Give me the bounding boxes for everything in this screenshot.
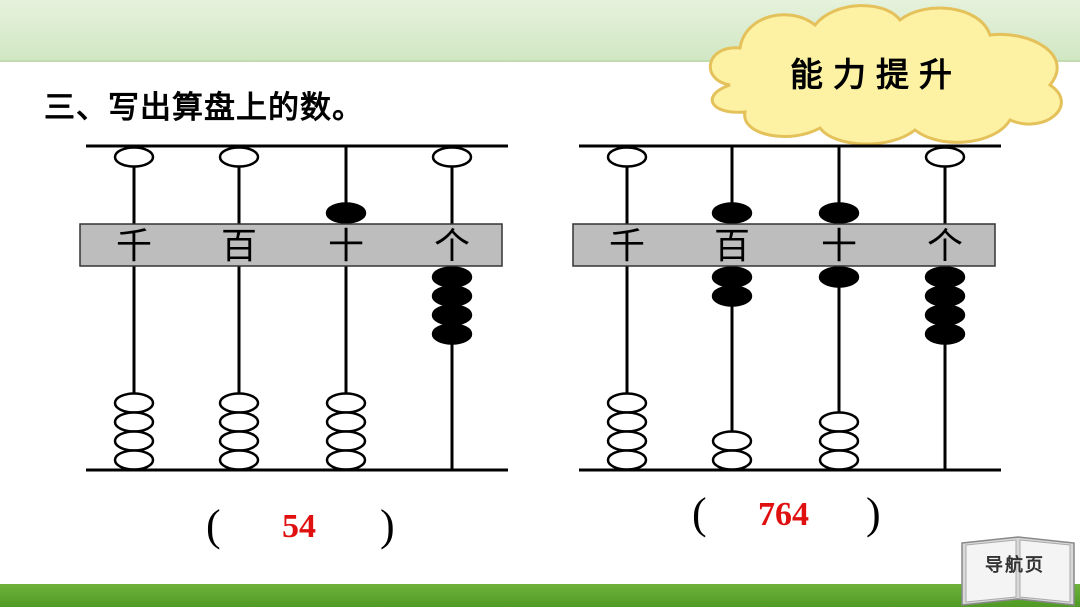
lower-bead bbox=[218, 392, 260, 414]
lower-bead-active bbox=[431, 323, 473, 345]
badge-title: 能力提升 bbox=[790, 55, 962, 94]
lower-bead bbox=[218, 411, 260, 433]
place-label-thousands: 千 bbox=[609, 226, 645, 267]
abacus-left: 千 百 十 个 bbox=[79, 144, 508, 472]
lower-bead-active bbox=[431, 266, 473, 288]
answer-right[interactable]: 764 bbox=[758, 496, 809, 533]
lower-bead bbox=[818, 411, 860, 433]
lower-bead-active bbox=[924, 304, 966, 326]
lower-bead bbox=[325, 430, 367, 452]
lower-bead bbox=[711, 449, 753, 471]
bottom-banner bbox=[0, 584, 1080, 607]
left-paren-close: ) bbox=[380, 501, 395, 550]
lower-bead-active bbox=[818, 266, 860, 288]
place-label-tens: 十 bbox=[328, 226, 364, 267]
lower-bead bbox=[606, 392, 648, 414]
lower-bead-active bbox=[711, 285, 753, 307]
abacus-middle-bar bbox=[572, 223, 996, 267]
lower-bead-active bbox=[431, 285, 473, 307]
abacus-right: 千 百 十 个 bbox=[572, 144, 1001, 472]
lower-bead bbox=[325, 411, 367, 433]
upper-bead bbox=[924, 146, 966, 168]
lower-bead-active bbox=[924, 285, 966, 307]
place-label-ones: 个 bbox=[927, 226, 963, 267]
lower-bead bbox=[606, 430, 648, 452]
lower-bead bbox=[325, 392, 367, 414]
book-nav-icon[interactable] bbox=[958, 533, 1078, 607]
upper-bead bbox=[431, 146, 473, 168]
upper-bead-active bbox=[325, 202, 367, 224]
right-paren-close: ) bbox=[866, 489, 881, 538]
upper-bead bbox=[218, 146, 260, 168]
upper-bead-active bbox=[711, 202, 753, 224]
upper-bead bbox=[606, 146, 648, 168]
upper-bead-active bbox=[818, 202, 860, 224]
lower-bead bbox=[113, 392, 155, 414]
right-paren-open: ( bbox=[692, 489, 707, 538]
place-label-tens: 十 bbox=[821, 226, 857, 267]
lower-bead-active bbox=[431, 304, 473, 326]
lower-bead bbox=[606, 411, 648, 433]
lower-bead bbox=[325, 449, 367, 471]
place-label-hundreds: 百 bbox=[714, 226, 750, 267]
place-label-thousands: 千 bbox=[116, 226, 152, 267]
upper-bead bbox=[113, 146, 155, 168]
lower-bead bbox=[218, 430, 260, 452]
lower-bead bbox=[818, 449, 860, 471]
lower-bead-active bbox=[924, 266, 966, 288]
lower-bead bbox=[606, 449, 648, 471]
place-label-ones: 个 bbox=[434, 226, 470, 267]
lower-bead bbox=[818, 430, 860, 452]
cloud-badge-icon bbox=[708, 4, 1063, 146]
place-label-hundreds: 百 bbox=[221, 226, 257, 267]
nav-button-label[interactable]: 导航页 bbox=[985, 555, 1045, 576]
lower-bead bbox=[218, 449, 260, 471]
answer-left[interactable]: 54 bbox=[282, 508, 316, 545]
lower-bead bbox=[113, 411, 155, 433]
abacus-middle-bar bbox=[79, 223, 503, 267]
lower-bead bbox=[711, 430, 753, 452]
lower-bead bbox=[113, 449, 155, 471]
left-paren-open: ( bbox=[206, 501, 221, 550]
lower-bead-active bbox=[711, 266, 753, 288]
lower-bead bbox=[113, 430, 155, 452]
lower-bead-active bbox=[924, 323, 966, 345]
question-title: 三、写出算盘上的数。 bbox=[44, 90, 364, 126]
